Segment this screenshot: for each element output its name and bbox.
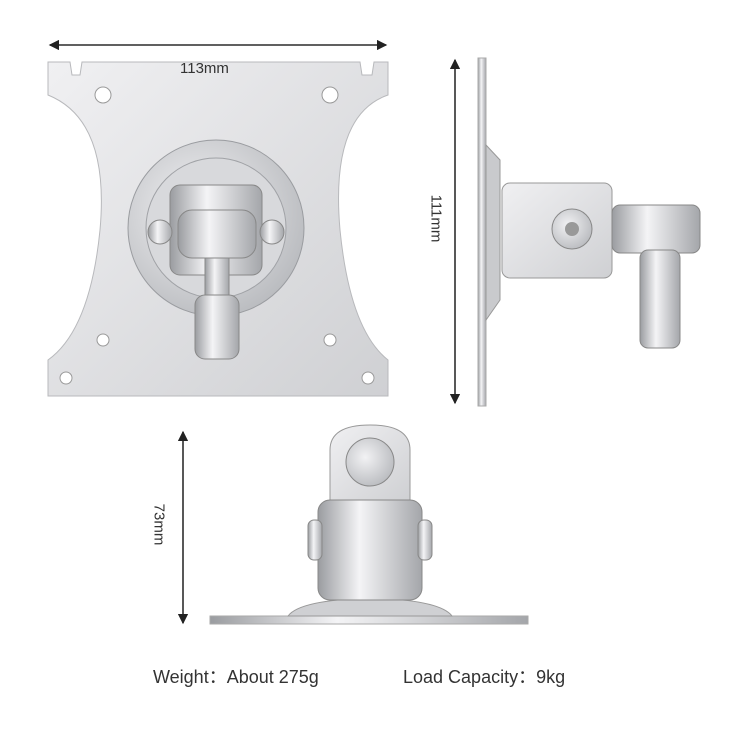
weight-value: About 275g	[226, 667, 319, 687]
weight-label: Weight：	[153, 667, 227, 687]
side-view-mount	[477, 57, 701, 407]
width-label: 113mm	[180, 60, 229, 77]
load-capacity-spec: Load Capacity：9kg	[403, 663, 565, 689]
height-label: 111mm	[427, 194, 445, 243]
front-view-vesa-plate	[47, 61, 389, 397]
depth-label: 73mm	[150, 503, 168, 546]
load-capacity-label: Load Capacity：	[403, 667, 537, 687]
load-capacity-value: 9kg	[536, 667, 566, 687]
bottom-view-mount	[209, 424, 529, 625]
weight-spec: Weight：About 275g	[153, 663, 319, 689]
